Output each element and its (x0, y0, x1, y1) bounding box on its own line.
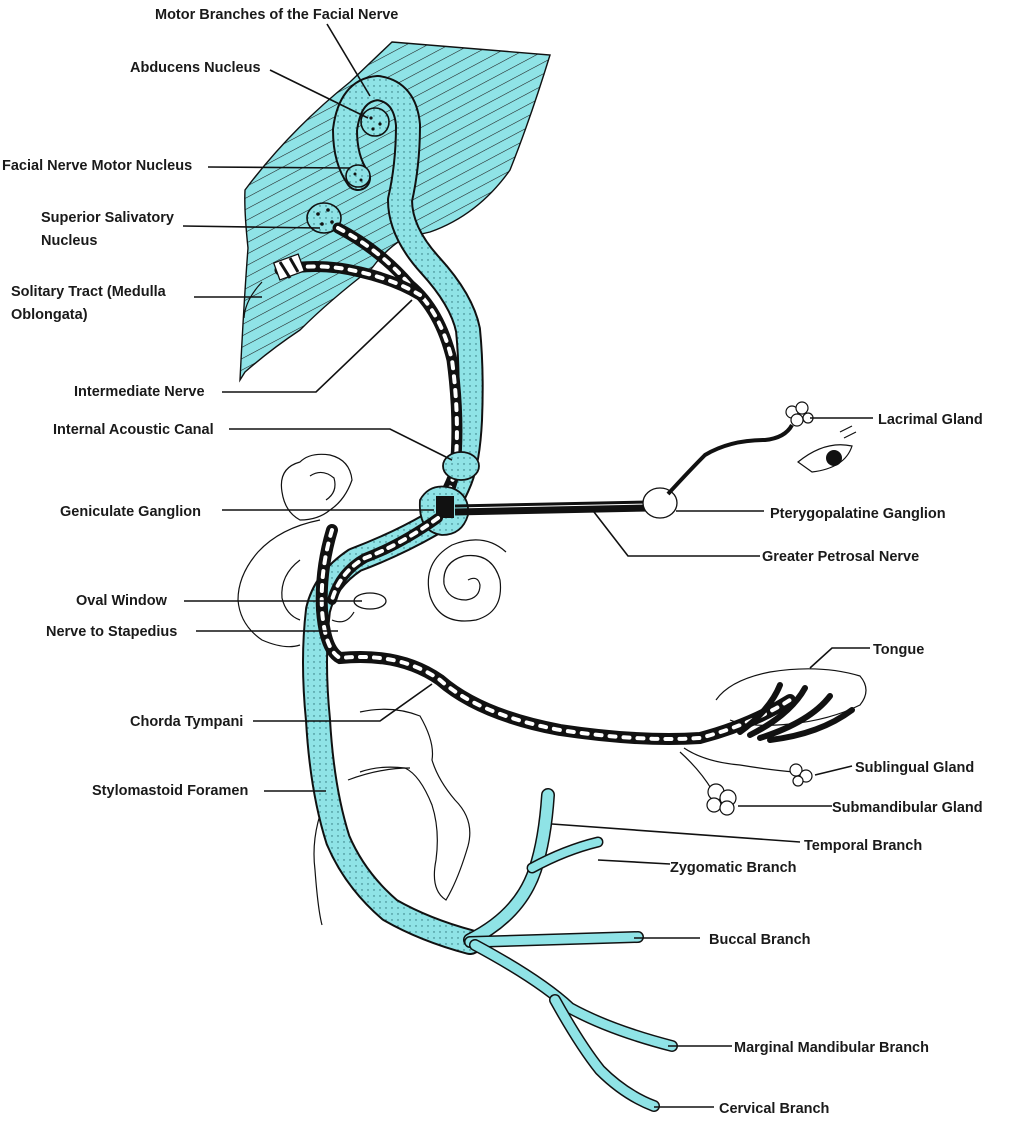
label-superior-salivatory-line2: Nucleus (41, 233, 97, 249)
labels: Motor Branches of the Facial Nerve Abduc… (2, 7, 983, 1117)
label-facial-motor-nucleus: Facial Nerve Motor Nucleus (2, 158, 192, 174)
label-sublingual-gland: Sublingual Gland (855, 760, 974, 776)
label-buccal-branch: Buccal Branch (709, 932, 811, 948)
label-solitary-tract-line1: Solitary Tract (Medulla (11, 284, 167, 300)
label-abducens-nucleus: Abducens Nucleus (130, 60, 261, 76)
motor-branches (463, 788, 678, 1112)
ear-structures (237, 453, 507, 926)
label-lacrimal-gland: Lacrimal Gland (878, 412, 983, 428)
label-geniculate-ganglion: Geniculate Ganglion (60, 504, 201, 520)
leader-lines (182, 23, 873, 1108)
greater-petrosal-nerve-line (454, 504, 651, 516)
label-submandibular-gland: Submandibular Gland (832, 800, 983, 816)
label-nerve-to-stapedius: Nerve to Stapedius (46, 624, 177, 640)
sublingual-gland-shape (789, 763, 813, 787)
eye-sketch (797, 425, 857, 473)
label-tongue: Tongue (873, 642, 924, 658)
label-greater-petrosal-nerve: Greater Petrosal Nerve (762, 549, 919, 565)
vestibule-outline (237, 519, 321, 648)
label-temporal-branch: Temporal Branch (804, 838, 922, 854)
abducens-nucleus-shape (360, 107, 390, 137)
cochlea-spiral (427, 539, 507, 622)
label-cervical-branch: Cervical Branch (719, 1101, 829, 1117)
superior-salivatory-nucleus-shape (306, 202, 342, 234)
chorda-tympani-fibers (315, 513, 796, 745)
submandibular-gland-shape (706, 783, 737, 816)
label-intermediate-nerve: Intermediate Nerve (74, 384, 205, 400)
label-stylomastoid-foramen: Stylomastoid Foramen (92, 783, 248, 799)
pterygopalatine-ganglion-shape (642, 487, 678, 519)
label-zygomatic-branch: Zygomatic Branch (670, 860, 797, 876)
label-superior-salivatory-line1: Superior Salivatory (41, 210, 174, 226)
label-oval-window: Oval Window (76, 593, 168, 609)
label-chorda-tympani: Chorda Tympani (130, 714, 243, 730)
facial-motor-nucleus-shape (345, 164, 371, 188)
label-marginal-mandibular-branch: Marginal Mandibular Branch (734, 1040, 929, 1056)
label-motor-branches: Motor Branches of the Facial Nerve (155, 7, 398, 23)
lacrimal-gland-shape (785, 401, 814, 427)
label-pterygopalatine-ganglion: Pterygopalatine Ganglion (770, 506, 946, 522)
tongue-shape (715, 668, 867, 743)
internal-acoustic-canal-shape (442, 451, 480, 481)
label-internal-acoustic-canal: Internal Acoustic Canal (53, 422, 214, 438)
label-solitary-tract-line2: Oblongata) (11, 307, 88, 323)
